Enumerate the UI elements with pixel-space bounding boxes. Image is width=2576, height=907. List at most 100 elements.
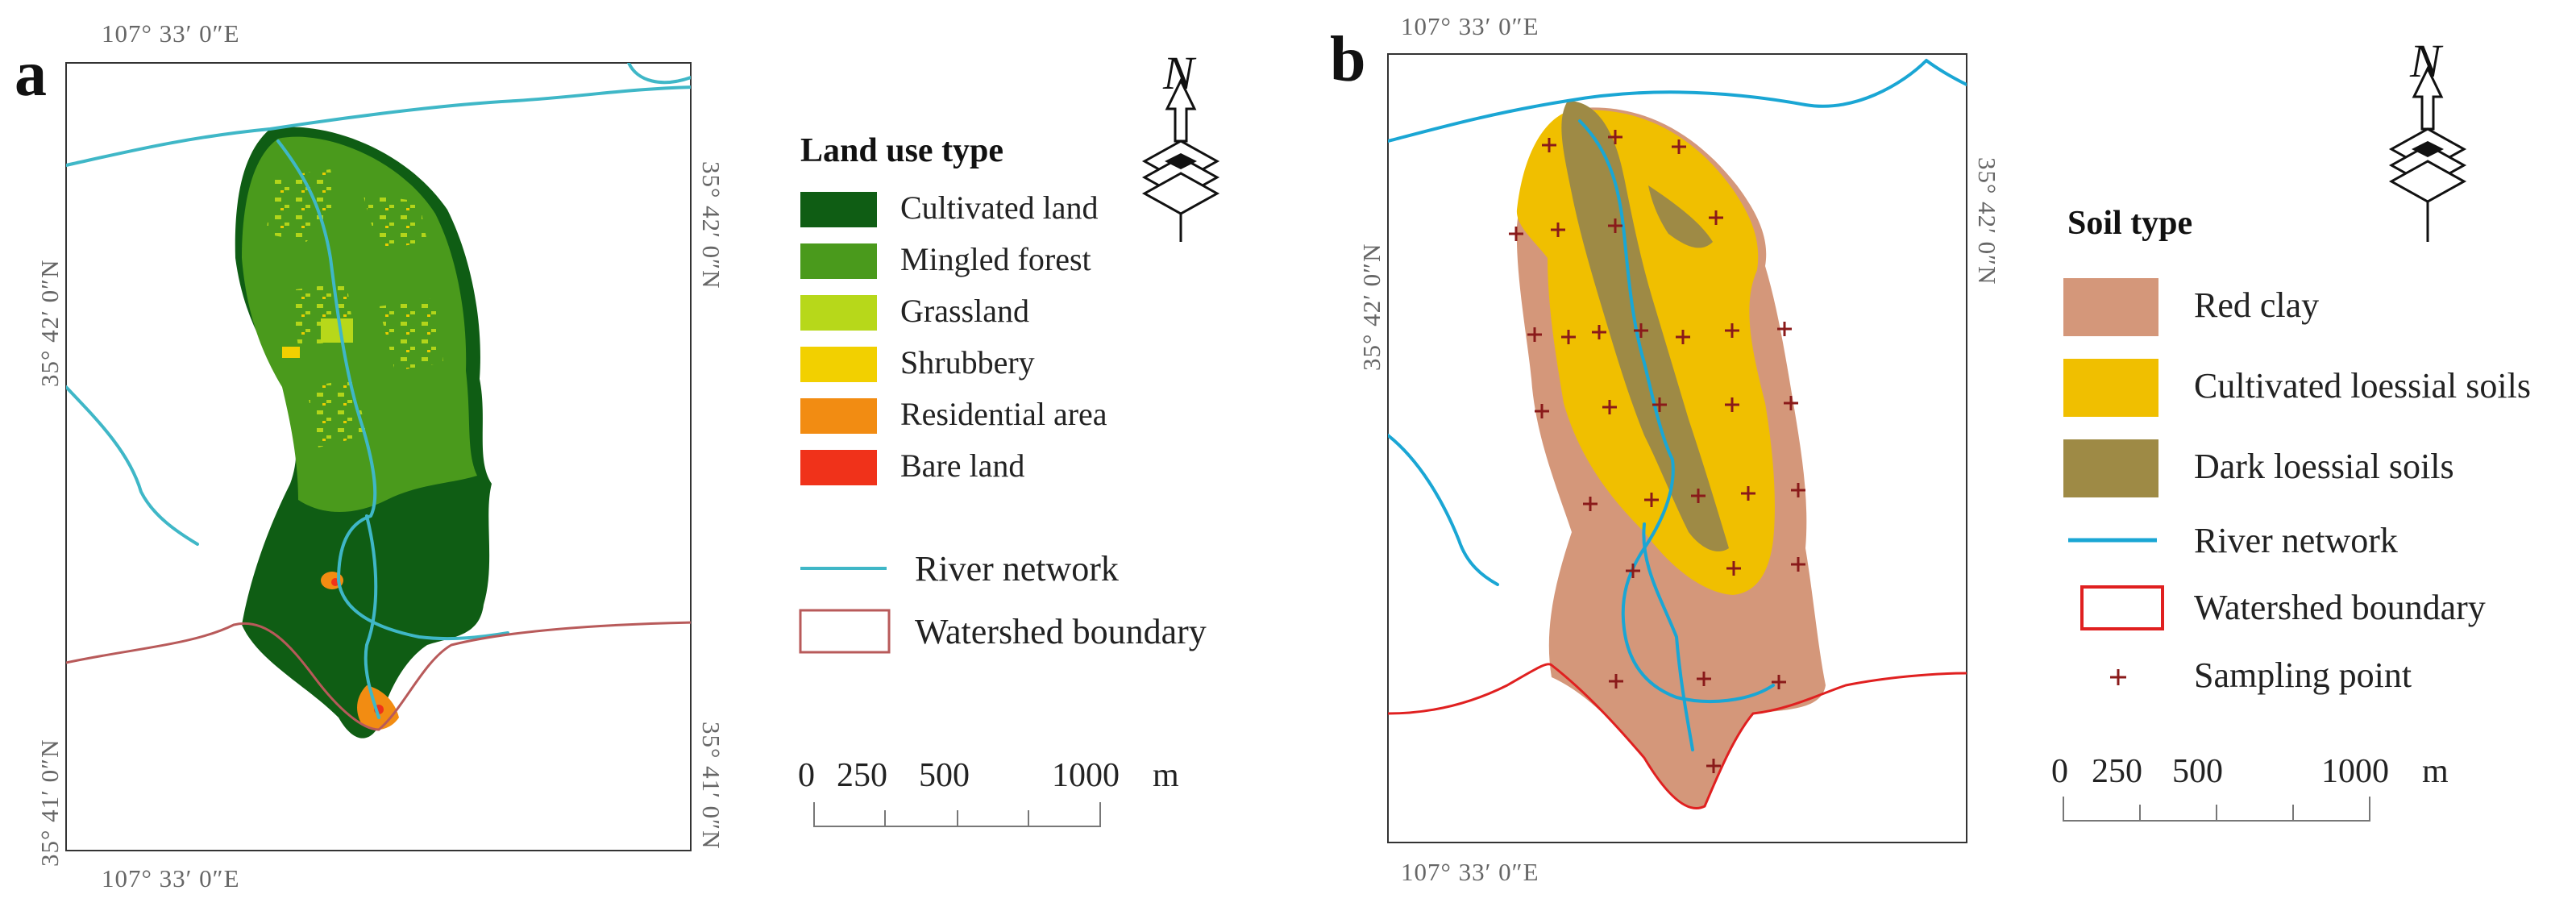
legend-swatch — [800, 295, 877, 331]
panel-b-watershed-boundary-line — [1388, 663, 1967, 809]
legend-outline-swatch — [799, 609, 891, 654]
panel-b: b 107° 33′ 0″E 107° 33′ 0″E 35° 42′ 0″N … — [1330, 12, 2531, 886]
panel-a-grassland-patch — [321, 318, 353, 343]
sampling-point — [1725, 323, 1739, 338]
legend-item-residential-area: Residential area — [800, 396, 1107, 434]
legend-item-river-network: River network — [2068, 521, 2398, 560]
legend-swatch — [800, 450, 877, 485]
legend-swatch — [800, 398, 877, 434]
scale-tick-1000: 1000 — [2321, 753, 2389, 790]
scale-tick-250: 250 — [2092, 753, 2142, 790]
sampling-point — [1772, 675, 1786, 689]
panel-a-north-arrow-icon: N — [1141, 47, 1220, 242]
sampling-point — [1706, 759, 1721, 773]
legend-label: Residential area — [900, 396, 1107, 432]
panel-b-river-network — [1388, 59, 1967, 751]
sampling-point — [1777, 322, 1792, 336]
sampling-point — [1527, 327, 1542, 342]
legend-item-river-network: River network — [800, 549, 1119, 589]
panel-b-legend-title: Soil type — [2067, 205, 2192, 242]
panel-b-map-content — [1388, 59, 1967, 809]
sampling-point — [1725, 397, 1739, 412]
panel-a-legend-title: Land use type — [800, 132, 1003, 169]
legend-label: Mingled forest — [900, 241, 1091, 277]
sampling-point — [1741, 486, 1755, 501]
sampling-point — [1608, 218, 1622, 233]
panel-a-left-latitude-mid: 35° 42′ 0″N — [35, 260, 64, 387]
legend-label: Watershed boundary — [915, 612, 1207, 651]
legend-label: Shrubbery — [900, 344, 1035, 381]
legend-swatch — [800, 192, 877, 227]
legend-swatch — [800, 243, 877, 279]
sampling-point — [1551, 223, 1565, 237]
legend-label: Grassland — [900, 293, 1029, 329]
legend-swatch — [2063, 278, 2158, 336]
panel-a-bottom-longitude: 107° 33′ 0″E — [102, 864, 240, 892]
scale-tick-500: 500 — [2172, 753, 2223, 790]
sampling-point — [1644, 493, 1659, 507]
legend-label: Cultivated loessial soils — [2194, 366, 2531, 406]
panel-b-dark-loessial-area — [1561, 101, 1729, 551]
sampling-point — [1697, 672, 1711, 686]
panel-a: a 107° 33′ 0″E 107° 33′ 0″E 35° 42′ 0″N … — [15, 19, 1220, 892]
panel-b-legend: Soil type Red clay Cultivated loessial s… — [2063, 205, 2531, 695]
panel-b-right-latitude: 35° 42′ 0″N — [1973, 157, 2001, 285]
sampling-point — [1626, 564, 1640, 578]
scale-tick-500: 500 — [919, 757, 970, 794]
legend-item-shrubbery: Shrubbery — [800, 344, 1035, 382]
panel-a-left-latitude-low: 35° 41′ 0″N — [35, 739, 64, 867]
legend-item-grassland: Grassland — [800, 293, 1029, 331]
legend-swatch — [2063, 439, 2158, 497]
legend-item-dark-loessial-soils: Dark loessial soils — [2063, 439, 2454, 497]
scale-tick-0: 0 — [2051, 753, 2068, 790]
legend-label: Cultivated land — [900, 189, 1099, 226]
sampling-point — [1535, 404, 1549, 418]
legend-item-sampling-point: Sampling point — [2110, 655, 2412, 695]
legend-label: Bare land — [900, 447, 1024, 484]
panel-a-right-latitude-mid: 35° 42′ 0″N — [697, 161, 725, 289]
panel-a-map-content — [66, 63, 691, 738]
sampling-point — [1583, 497, 1598, 511]
sampling-point — [1791, 483, 1805, 497]
sampling-point — [1602, 400, 1617, 414]
panel-b-left-latitude: 35° 42′ 0″N — [1357, 243, 1386, 371]
legend-label: Sampling point — [2194, 655, 2412, 695]
sampling-point — [1672, 139, 1686, 154]
panel-b-scale-bar: 0 250 500 1000 m — [2051, 753, 2449, 822]
panel-a-top-longitude: 107° 33′ 0″E — [102, 19, 240, 48]
legend-item-watershed-boundary: Watershed boundary — [2080, 585, 2486, 630]
legend-outline-swatch — [2080, 585, 2164, 630]
sampling-point — [1542, 138, 1556, 152]
legend-item-bare-land: Bare land — [800, 447, 1024, 485]
panel-a-legend: Land use type Cultivated land Mingled fo… — [799, 132, 1207, 654]
panel-a-shrubbery-patch — [282, 347, 300, 358]
sampling-point — [1676, 330, 1690, 344]
sampling-point — [1791, 557, 1805, 572]
sampling-point — [1691, 489, 1706, 503]
panel-a-letter: a — [15, 39, 47, 110]
legend-item-cultivated-land: Cultivated land — [800, 189, 1099, 227]
scale-tick-250: 250 — [837, 757, 887, 794]
scale-tick-0: 0 — [798, 757, 815, 794]
panel-a-river-network — [66, 63, 691, 719]
panel-a-grassland-patches — [266, 169, 443, 447]
sampling-point — [1592, 325, 1606, 339]
sampling-point — [1608, 130, 1622, 144]
legend-item-cultivated-loessial-soils: Cultivated loessial soils — [2063, 359, 2531, 417]
panel-b-sampling-points — [1509, 130, 1805, 773]
legend-label: Dark loessial soils — [2194, 447, 2454, 486]
sampling-point — [1709, 210, 1723, 225]
sampling-point — [1652, 397, 1667, 412]
legend-swatch — [800, 347, 877, 382]
panel-b-top-longitude: 107° 33′ 0″E — [1401, 12, 1539, 40]
panel-b-bottom-longitude: 107° 33′ 0″E — [1401, 858, 1539, 886]
panel-b-letter: b — [1330, 24, 1366, 95]
panel-a-watershed-boundary-line — [66, 621, 691, 731]
legend-item-mingled-forest: Mingled forest — [800, 241, 1091, 279]
scale-unit: m — [1153, 757, 1179, 794]
scale-tick-1000: 1000 — [1052, 757, 1120, 794]
sampling-point — [1561, 330, 1576, 344]
sampling-point — [1726, 561, 1741, 576]
legend-item-red-clay: Red clay — [2063, 278, 2319, 336]
